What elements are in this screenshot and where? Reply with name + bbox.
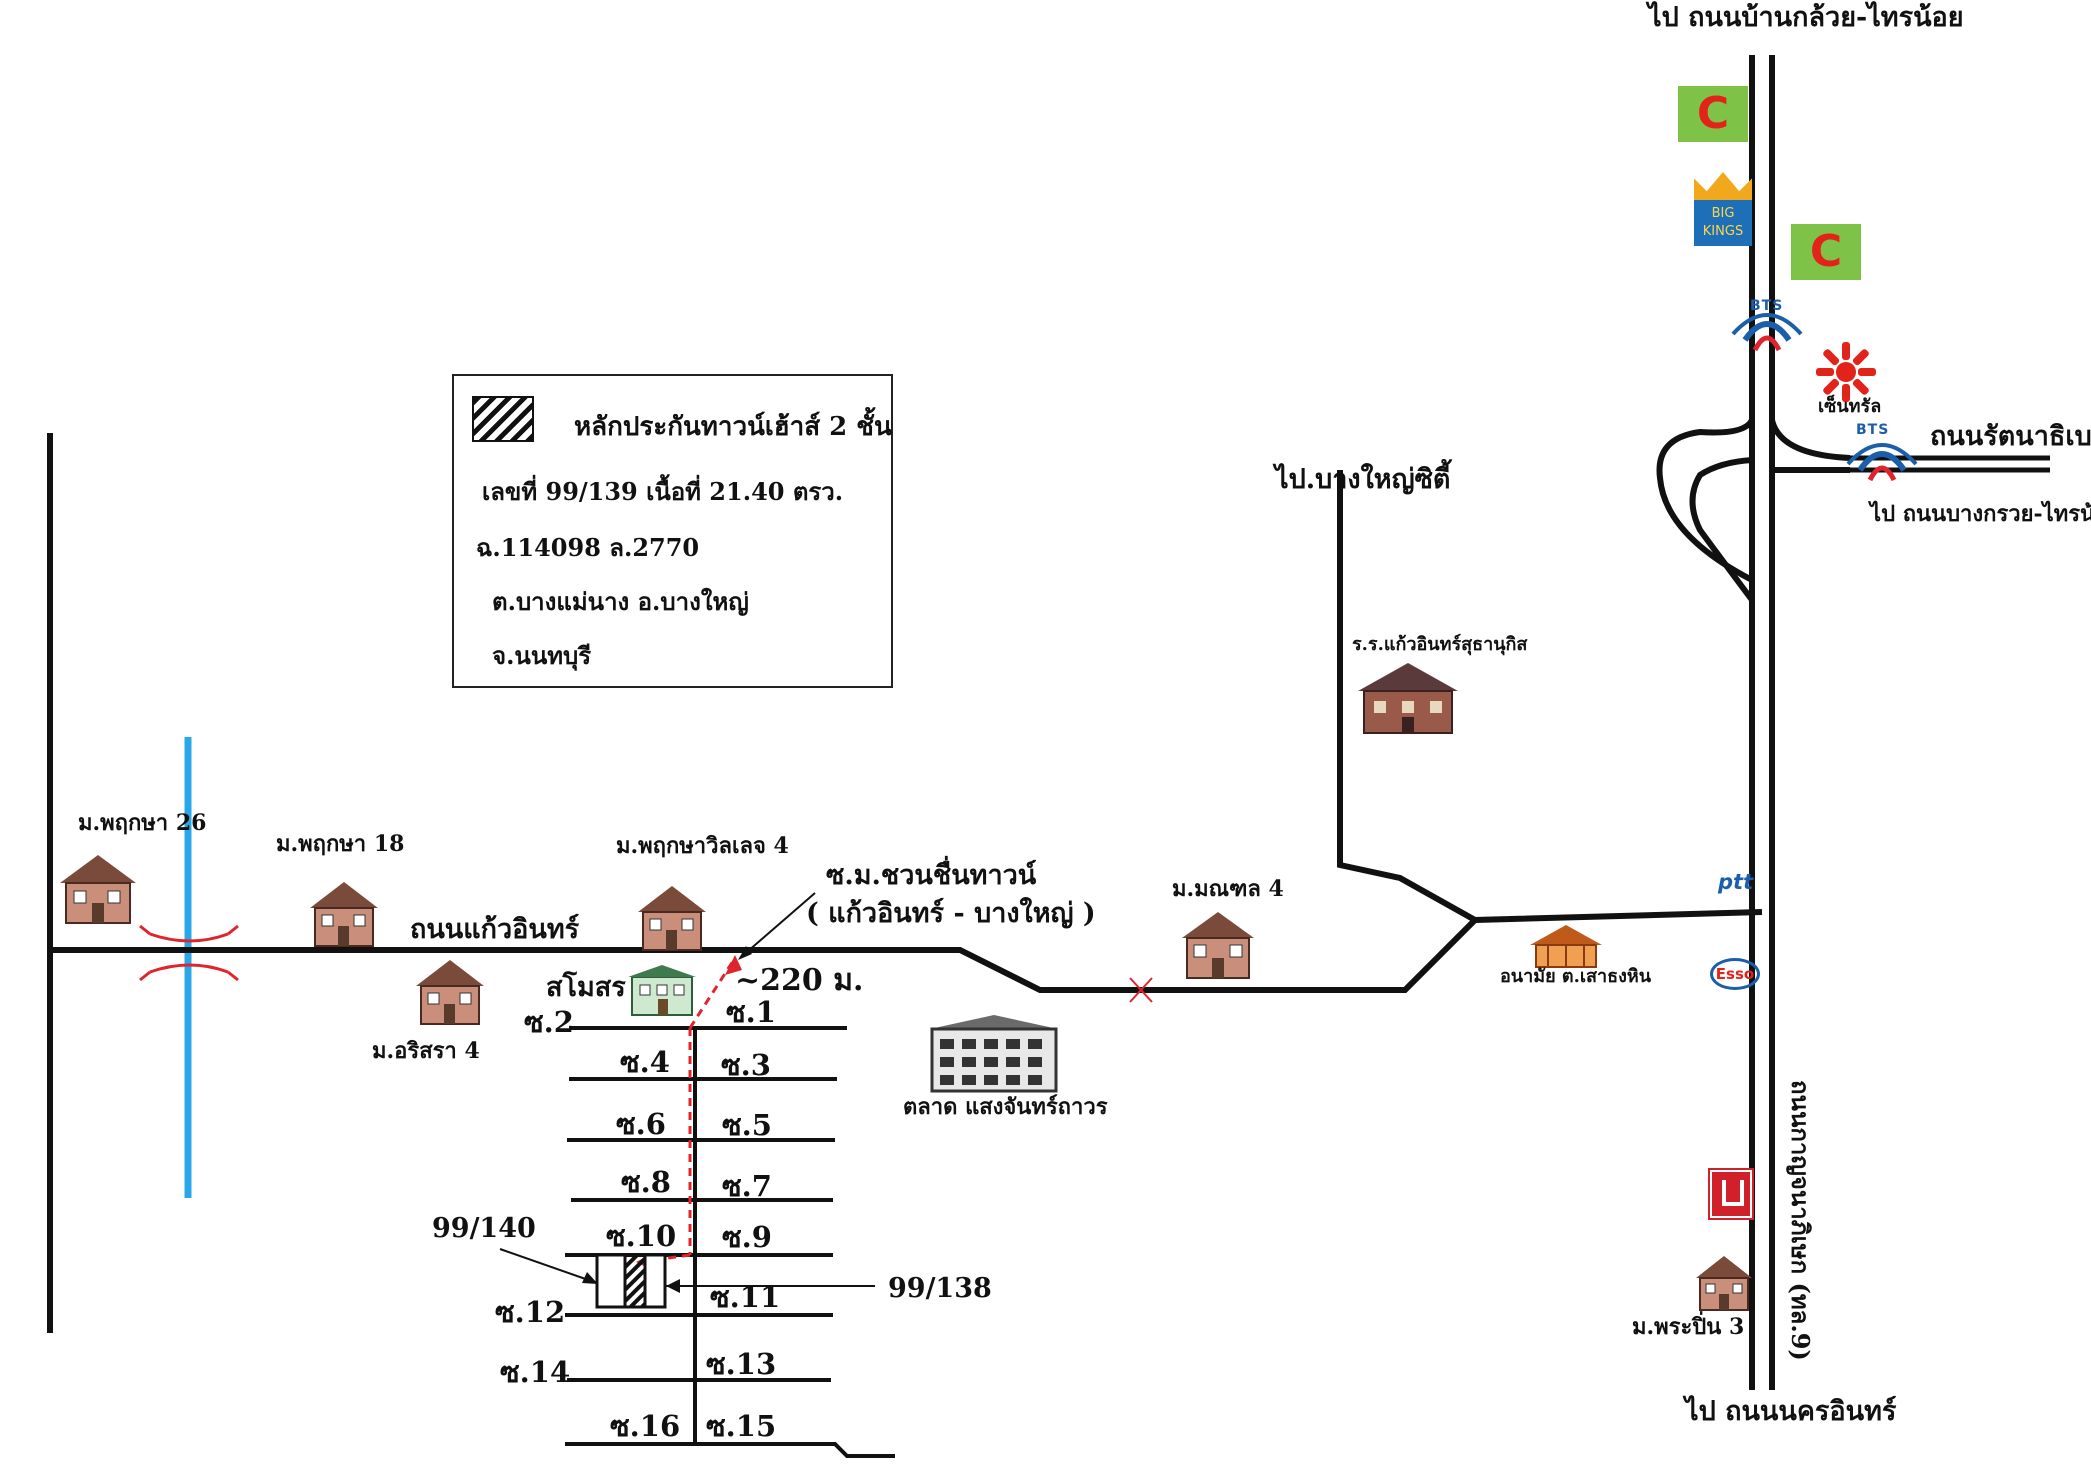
- legend-box: หลักประกันทาวน์เฮ้าส์ 2 ชั้น เลขที่ 99/1…: [452, 374, 893, 688]
- soi-10-label: ซ.10: [606, 1219, 677, 1253]
- soi-13-label: ซ.13: [706, 1347, 777, 1381]
- legend-line-4: จ.นนทบุรี: [492, 641, 592, 670]
- to-bangyai-city-label: ไป.บางใหญ่ซิตี้: [1275, 464, 1451, 495]
- market-building-icon: [930, 1015, 1058, 1093]
- plot-99-140: [595, 1253, 627, 1309]
- bigkings-line-2: KINGS: [1702, 224, 1744, 239]
- ratthanathibet-label: ถนนรัตนาธิเบศร์: [1930, 421, 2091, 452]
- legend-title: หลักประกันทาวน์เฮ้าส์ 2 ชั้น: [574, 412, 892, 442]
- entrance-pointer: [739, 892, 816, 959]
- to-south-label: ไป ถนนนครอินทร์: [1685, 1396, 1897, 1427]
- bts-logo-icon-2: [1846, 443, 1918, 482]
- plot-right-label: 99/138: [888, 1273, 992, 1304]
- bigkings-logo-icon: BIG KINGS: [1694, 200, 1752, 246]
- bts-text-1: BTS: [1750, 298, 1784, 314]
- entrance-sub-label: ( แก้วอินทร์ - บางใหญ่ ): [806, 898, 1096, 929]
- plot-99-139: [623, 1253, 647, 1309]
- central-logo-icon: [1816, 342, 1876, 402]
- soi-11-label: ซ.11: [710, 1280, 781, 1314]
- bridge-symbol: [139, 924, 239, 982]
- m-pruksa18-label: ม.พฤกษา 18: [276, 831, 405, 857]
- bigc-mark: C: [1809, 226, 1843, 277]
- school-icon: [1358, 663, 1458, 734]
- soi-4-label: ซ.4: [620, 1045, 670, 1079]
- school-label: ร.ร.แก้วอินทร์สุธานุกิส: [1352, 634, 1528, 655]
- m-arisara4-label: ม.อริสรา 4: [372, 1038, 480, 1064]
- legend-line-1: เลขที่ 99/139 เนื้อที่ 21.40 ตรว.: [482, 477, 844, 506]
- m-praphin3-label: ม.พระปิ่น 3: [1632, 1314, 1745, 1340]
- bigc-logo-icon-2: C: [1791, 224, 1861, 280]
- house-icon-arisara4: [416, 960, 484, 1025]
- interchange: [1656, 418, 1851, 602]
- soi-12-label: ซ.12: [495, 1295, 566, 1329]
- distance-label: ~220 ม.: [735, 963, 864, 998]
- bts-text-2: BTS: [1856, 422, 1890, 438]
- bigc-logo-icon-1: C: [1678, 86, 1748, 142]
- plot-left-pointer: [499, 1248, 598, 1284]
- m-pruksa-ville4-label: ม.พฤกษาวิลเลจ 4: [616, 833, 789, 859]
- house-icon-praphin3: [1696, 1256, 1752, 1311]
- route-arrow-head: [725, 955, 742, 975]
- ptt-logo-icon: ptt: [1718, 870, 1754, 894]
- soi-14-label: ซ.14: [500, 1355, 571, 1389]
- bts-logo-icon-1: [1731, 313, 1803, 352]
- soi-3-label: ซ.3: [721, 1048, 771, 1082]
- main-road: [50, 909, 1763, 993]
- central-label: เซ็นทรัล: [1818, 396, 1882, 417]
- bigc-mark: C: [1696, 88, 1730, 139]
- soi-16-label: ซ.16: [610, 1409, 681, 1443]
- clubhouse-icon: [628, 965, 696, 1016]
- soi-8-label: ซ.8: [621, 1165, 671, 1199]
- soi-cross-lines: [565, 1026, 895, 1458]
- house-icon-pruksa18: [310, 882, 378, 947]
- soi-1-label: ซ.1: [726, 995, 776, 1029]
- plot-99-138: [643, 1253, 667, 1309]
- market-label: ตลาด แสงจันทร์ถาวร: [903, 1094, 1108, 1120]
- soi-15-label: ซ.15: [706, 1409, 777, 1443]
- m-pruksa26-label: ม.พฤกษา 26: [78, 810, 207, 836]
- main-road-label: ถนนแก้วอินทร์: [410, 914, 580, 945]
- legend-line-2: ฉ.114098 ล.2770: [476, 533, 700, 562]
- soi-6-label: ซ.6: [616, 1107, 666, 1141]
- soi-2-label: ซ.2: [524, 1005, 574, 1039]
- house-icon-pruksa26: [60, 855, 136, 924]
- house-icon-monthon4: [1182, 912, 1254, 979]
- legend-line-3: ต.บางแม่นาง อ.บางใหญ่: [492, 587, 749, 616]
- house-icon-pruksa-ville4: [638, 886, 706, 951]
- plot-left-pointer-head: [582, 1272, 598, 1284]
- samosorn-label: สโมสร: [546, 972, 626, 1003]
- soi-7-label: ซ.7: [722, 1169, 772, 1203]
- esso-logo-icon: Esso: [1710, 958, 1760, 990]
- to-bangkruai-label: ไป ถนนบางกรวย-ไทรน้อย: [1870, 501, 2091, 527]
- plot-left-label: 99/140: [432, 1213, 536, 1244]
- bigkings-line-1: BIG: [1711, 206, 1735, 221]
- highway-label: ถนนกาญจนาภิเษก (ทล.9): [1786, 1080, 1815, 1361]
- entrance-pointer-head: [738, 946, 752, 960]
- soi-5-label: ซ.5: [722, 1108, 772, 1142]
- hatch-swatch: [472, 396, 534, 442]
- crossing-mark: [1129, 977, 1153, 1003]
- to-north-label: ไป ถนนบ้านกล้วย-ไทรน้อย: [1648, 2, 1964, 33]
- road-to-bangyai-city: [1337, 470, 1477, 923]
- entrance-label: ซ.ม.ชวนชื่นทาวน์: [826, 860, 1037, 891]
- isuzu-logo-icon: [1708, 1168, 1754, 1220]
- health-center-label: อนามัย ต.เสาธงหิน: [1500, 966, 1652, 987]
- health-center-icon: [1530, 925, 1602, 968]
- plot-right-pointer-head: [666, 1279, 680, 1293]
- m-monthon4-label: ม.มณฑล 4: [1172, 876, 1284, 902]
- soi-9-label: ซ.9: [722, 1220, 772, 1254]
